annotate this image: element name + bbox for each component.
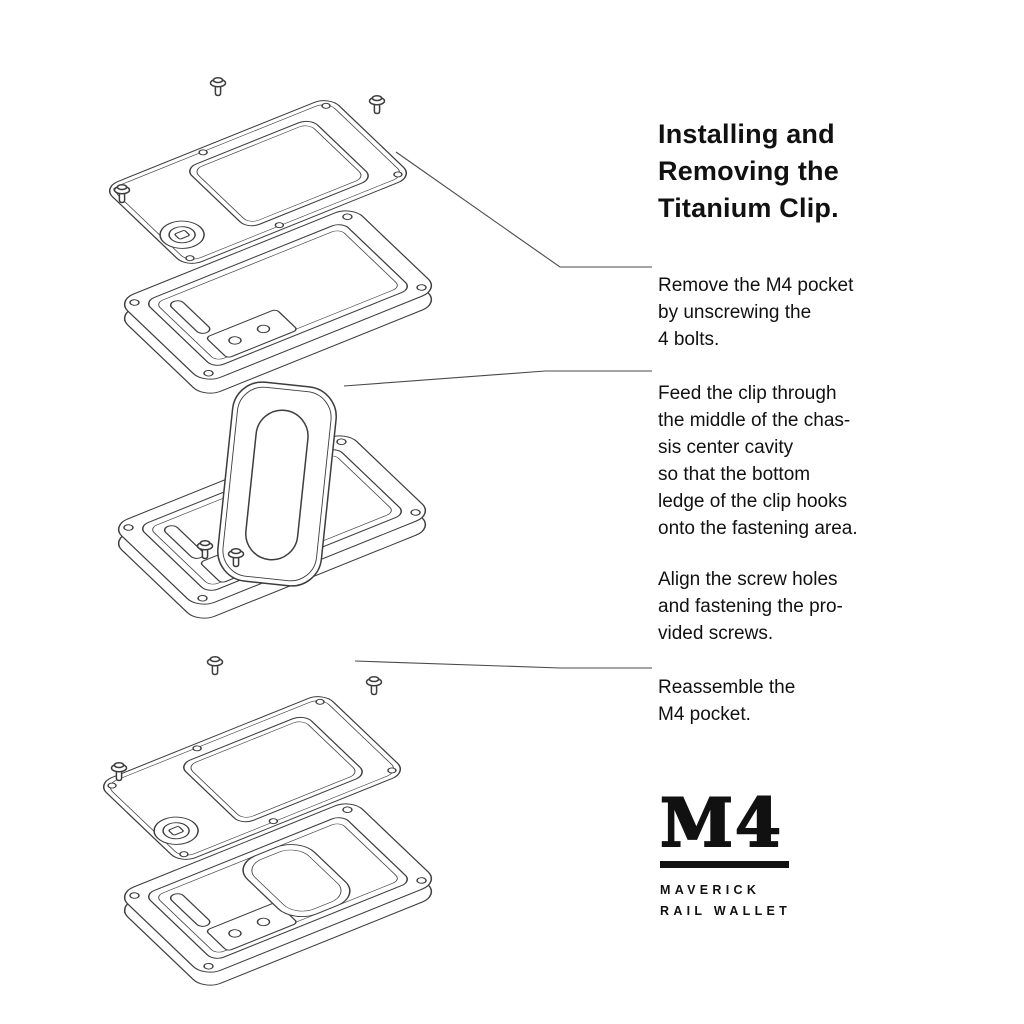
screw-icon <box>206 655 224 676</box>
screw-icon <box>365 675 383 696</box>
installed-clip-strap <box>242 844 351 918</box>
leader-line-step-2 <box>343 370 652 387</box>
leader-line-step-1 <box>395 151 652 268</box>
leader-line-step-4 <box>354 660 652 669</box>
leader-lines <box>343 151 652 669</box>
illustration-reassembly <box>96 655 440 991</box>
illustration-clip-insertion <box>110 378 434 624</box>
screw-icon <box>209 76 227 97</box>
screw-icon <box>368 94 386 115</box>
illustration-exploded-pocket <box>102 76 440 399</box>
